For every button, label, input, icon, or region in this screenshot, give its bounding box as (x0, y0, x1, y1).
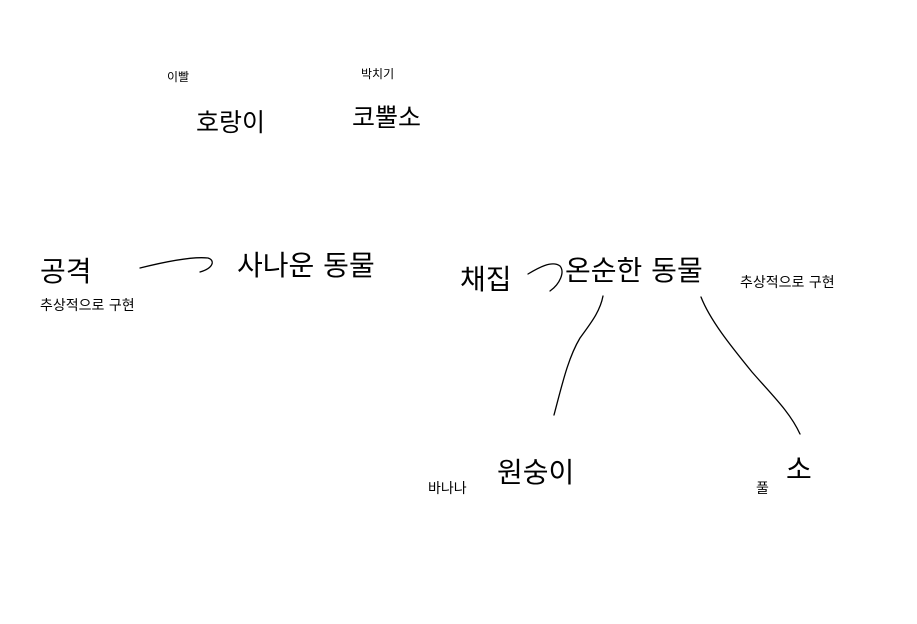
gentle-to-cow-line (700, 296, 801, 435)
gentle-to-monkey-line (553, 295, 604, 416)
cow-label: 소 (786, 453, 812, 486)
attack-note: 추상적으로 구현 (40, 298, 135, 314)
attack-label: 공격 (40, 255, 92, 288)
rhino-note: 박치기 (361, 67, 395, 81)
gentle-note: 추상적으로 구현 (740, 275, 835, 291)
cow-note: 풀 (756, 481, 769, 497)
gather-to-gentle-arrow (527, 263, 563, 292)
monkey-note: 바나나 (428, 481, 467, 497)
fierce-animal-label: 사나운 동물 (237, 249, 375, 282)
rhino-label: 코뿔소 (352, 103, 422, 132)
gentle-animal-label: 온순한 동물 (565, 254, 703, 287)
tiger-note: 이빨 (167, 70, 190, 84)
attack-to-fierce-arrow (139, 257, 213, 273)
tiger-label: 호랑이 (196, 108, 266, 137)
monkey-label: 원숭이 (497, 456, 575, 489)
gather-label: 채집 (460, 263, 512, 296)
